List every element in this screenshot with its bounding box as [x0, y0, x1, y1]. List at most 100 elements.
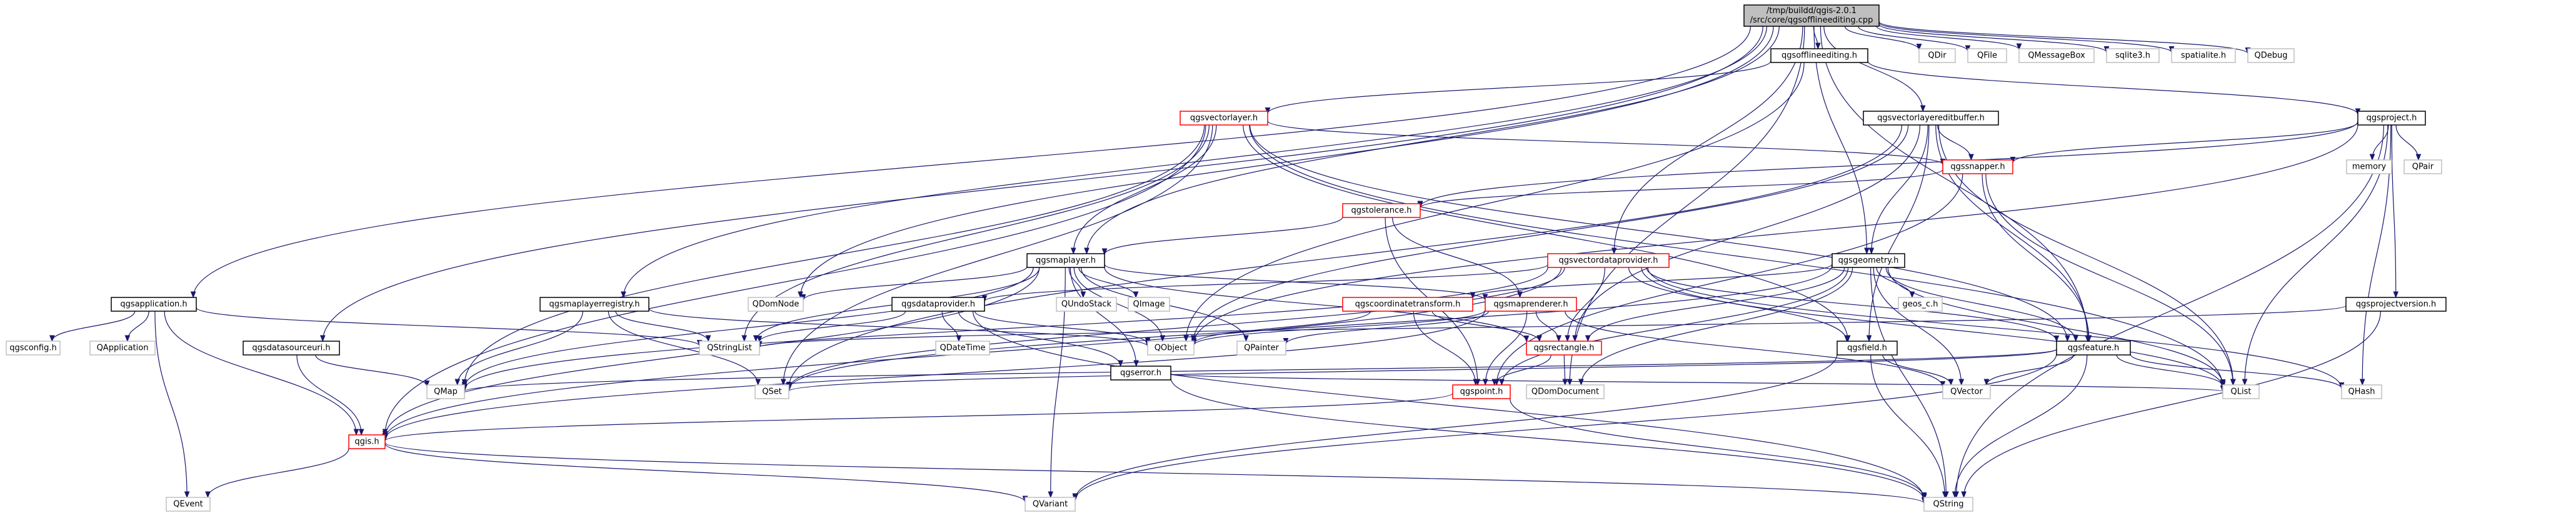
node-qmessagebox: QMessageBox [2018, 48, 2095, 63]
node-qobject-label: QObject [1155, 344, 1188, 353]
node-qgsfeature-box [2056, 341, 2131, 356]
node-qevent-box [166, 497, 211, 512]
edge-qgsdataprovider-to-qstringlist [759, 311, 906, 342]
edge-qgsapplication-to-qstringlist [196, 307, 699, 346]
node-qgsgeometry-label: qgsgeometry.h [1838, 256, 1899, 266]
edge-qgsprojectversion-to-qstring [1964, 311, 2381, 497]
edge-root-to-qgsgeometry [1813, 26, 1867, 254]
node-qgsrectangle[interactable]: qgsrectangle.h [1526, 341, 1602, 356]
edge-qgsmaplayer-to-qundostack [1068, 267, 1083, 297]
node-qgserror-box [1110, 366, 1171, 381]
node-qmap-box [426, 384, 465, 399]
node-qgsdatasourceuri-label: qgsdatasourceuri.h [252, 344, 330, 353]
edge-qgsfeature-to-qhash [2130, 354, 2342, 389]
edge-qgsproject-to-qgstolerance [1420, 121, 2358, 207]
node-qstring: QString [1923, 497, 1973, 512]
node-qmap: QMap [426, 384, 465, 399]
node-qgsfield[interactable]: qgsfield.h [1837, 341, 1898, 356]
edge-layer [52, 21, 2418, 504]
node-qgsdatasourceuri[interactable]: qgsdatasourceuri.h [243, 341, 340, 356]
node-qgsfeature[interactable]: qgsfeature.h [2056, 341, 2131, 356]
node-qgsmaprenderer-box [1485, 297, 1577, 312]
edge-qgsdatasourceuri-to-qmap [315, 354, 427, 387]
edge-qgsgeometry-to-qvector [1873, 267, 1962, 385]
node-qstringlist: QStringList [699, 341, 760, 356]
node-qdir-label: QDir [1928, 51, 1947, 61]
edge-root-to-qgsfeature [1820, 26, 2087, 341]
edge-qgssnapper-to-qgsfeature [1982, 173, 2089, 341]
node-qevent-label: QEvent [173, 500, 203, 509]
node-qgsmaplayer[interactable]: qgsmaplayer.h [1026, 253, 1105, 268]
node-qgsgeometry[interactable]: qgsgeometry.h [1832, 253, 1905, 268]
edge-qgsvectorlayereditbuffer-to-qgsgeometry [1872, 124, 1928, 254]
node-qgsdataprovider[interactable]: qgsdataprovider.h [891, 297, 985, 312]
node-qobject: QObject [1147, 341, 1195, 356]
edge-qgssnapper-to-qgspoint [1496, 173, 1963, 385]
node-qgsmaplayerregistry-label: qgsmaplayerregistry.h [549, 300, 640, 309]
node-qgsvectorlayer[interactable]: qgsvectorlayer.h [1180, 111, 1268, 126]
edge-qgserror-to-qlist [1170, 373, 2223, 392]
node-qgsapplication[interactable]: qgsapplication.h [111, 297, 197, 312]
node-qgsapplication-box [111, 297, 197, 312]
node-sqlite3: sqlite3.h [2106, 48, 2160, 63]
node-qpainter-box [1236, 341, 1286, 356]
node-qvector-label: QVector [1950, 387, 1983, 397]
node-qgsproject[interactable]: qgsproject.h [2357, 111, 2426, 126]
edge-qgspoint-to-qgis [385, 392, 1453, 442]
node-root[interactable]: /tmp/buildd/qgis-2.0.1/src/core/qgsoffli… [1743, 4, 1880, 27]
node-qevent: QEvent [166, 497, 211, 512]
node-qgscoordinatetransform-box [1342, 297, 1473, 312]
node-qgis-box [348, 434, 386, 449]
edge-qgsproject-to-memory [2372, 124, 2389, 160]
edge-qgis-to-qevent [208, 448, 349, 498]
node-qvariant-label: QVariant [1033, 500, 1068, 509]
edge-qgsvectorlayereditbuffer-to-qgssnapper [1937, 124, 1972, 161]
node-qgsdataprovider-label: qgsdataprovider.h [901, 300, 975, 309]
edge-qgsmaplayer-to-qgsrectangle [1104, 267, 1526, 342]
node-qgis[interactable]: qgis.h [348, 434, 386, 449]
edge-qgsfeature-to-qlist [2116, 354, 2223, 387]
edge-qgsdataprovider-to-qgserror [958, 311, 1120, 367]
node-qdomdocument-box [1526, 384, 1605, 399]
node-qmessagebox-label: QMessageBox [2028, 51, 2085, 61]
node-qgsproject-label: qgsproject.h [2367, 114, 2417, 123]
edge-qgsdataprovider-to-qdatetime [941, 311, 959, 341]
edge-qgsmaprenderer-to-qgspoint [1485, 311, 1528, 385]
edge-root-to-qfile [1858, 26, 1968, 52]
edge-qgsmaplayer-to-qmap [464, 267, 1034, 388]
node-qset: QSet [754, 384, 789, 399]
node-qapplication-label: QApplication [97, 344, 149, 353]
node-qimage: QImage [1128, 297, 1170, 312]
edge-qgscoordinatetransform-to-qobject [1194, 311, 1371, 344]
edge-qgsfeature-to-qvariant [1075, 353, 2057, 501]
node-qlist: QList [2222, 384, 2260, 399]
node-qgssnapper[interactable]: qgssnapper.h [1942, 159, 2013, 174]
node-qstringlist-label: QStringList [707, 344, 752, 353]
node-qgstolerance[interactable]: qgstolerance.h [1342, 203, 1421, 218]
edge-qgsprojectversion-to-qstringlist [759, 305, 2347, 348]
edge-qgstolerance-to-qgsmaprenderer [1391, 217, 1520, 297]
edge-qgssnapper-to-qgstolerance [1420, 169, 1943, 208]
node-qgsprojectversion[interactable]: qgsprojectversion.h [2345, 297, 2447, 312]
edge-qgsvectordataprovider-to-qgsfeature [1646, 267, 2057, 341]
node-qgspoint[interactable]: qgspoint.h [1452, 384, 1511, 399]
node-qdomnode: QDomNode [748, 297, 804, 312]
node-qgssnapper-box [1942, 159, 2013, 174]
edge-qgsofflineediting-to-qobject [1186, 62, 1805, 341]
node-memory: memory [2346, 159, 2392, 174]
node-root-box [1743, 4, 1880, 27]
node-qgsvectordataprovider[interactable]: qgsvectordataprovider.h [1547, 253, 1670, 268]
node-sqlite3-label: sqlite3.h [2115, 51, 2150, 61]
node-geos_c-box [1898, 297, 1943, 312]
edge-root-to-qgsvectordataprovider [1614, 26, 1803, 254]
edge-qgspoint-to-qstring [1510, 398, 1924, 499]
node-qdatetime-label: QDateTime [940, 344, 985, 353]
node-qgsofflineediting[interactable]: qgsofflineediting.h [1770, 48, 1868, 63]
node-qgscoordinatetransform[interactable]: qgscoordinatetransform.h [1342, 297, 1473, 312]
node-qapplication-box [89, 341, 156, 356]
node-qgserror[interactable]: qgserror.h [1110, 366, 1171, 381]
node-root-label: /tmp/buildd/qgis-2.0.1 [1767, 6, 1857, 16]
node-qgsvectorlayereditbuffer[interactable]: qgsvectorlayereditbuffer.h [1863, 111, 1999, 126]
node-qgsmaplayerregistry[interactable]: qgsmaplayerregistry.h [539, 297, 649, 312]
node-qgsmaprenderer[interactable]: qgsmaprenderer.h [1485, 297, 1577, 312]
